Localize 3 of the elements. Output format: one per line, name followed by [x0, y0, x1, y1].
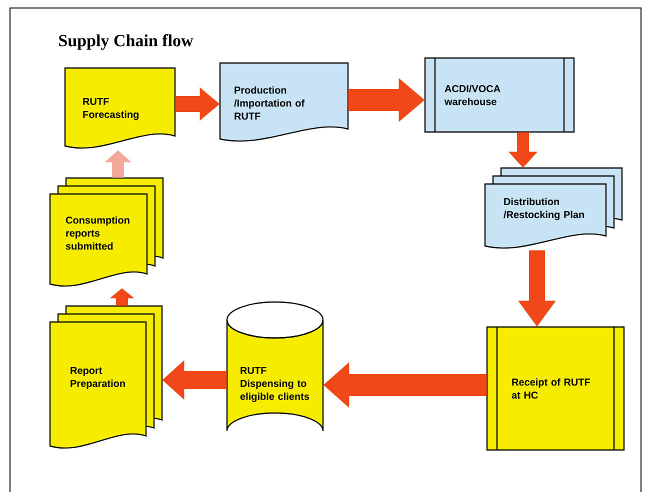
predefined-process-box: ACDI/VOCA warehouse: [424, 57, 575, 133]
predefined-process-box: Receipt of RUTF at HC: [486, 326, 625, 451]
title: Supply Chain flow: [59, 34, 194, 50]
